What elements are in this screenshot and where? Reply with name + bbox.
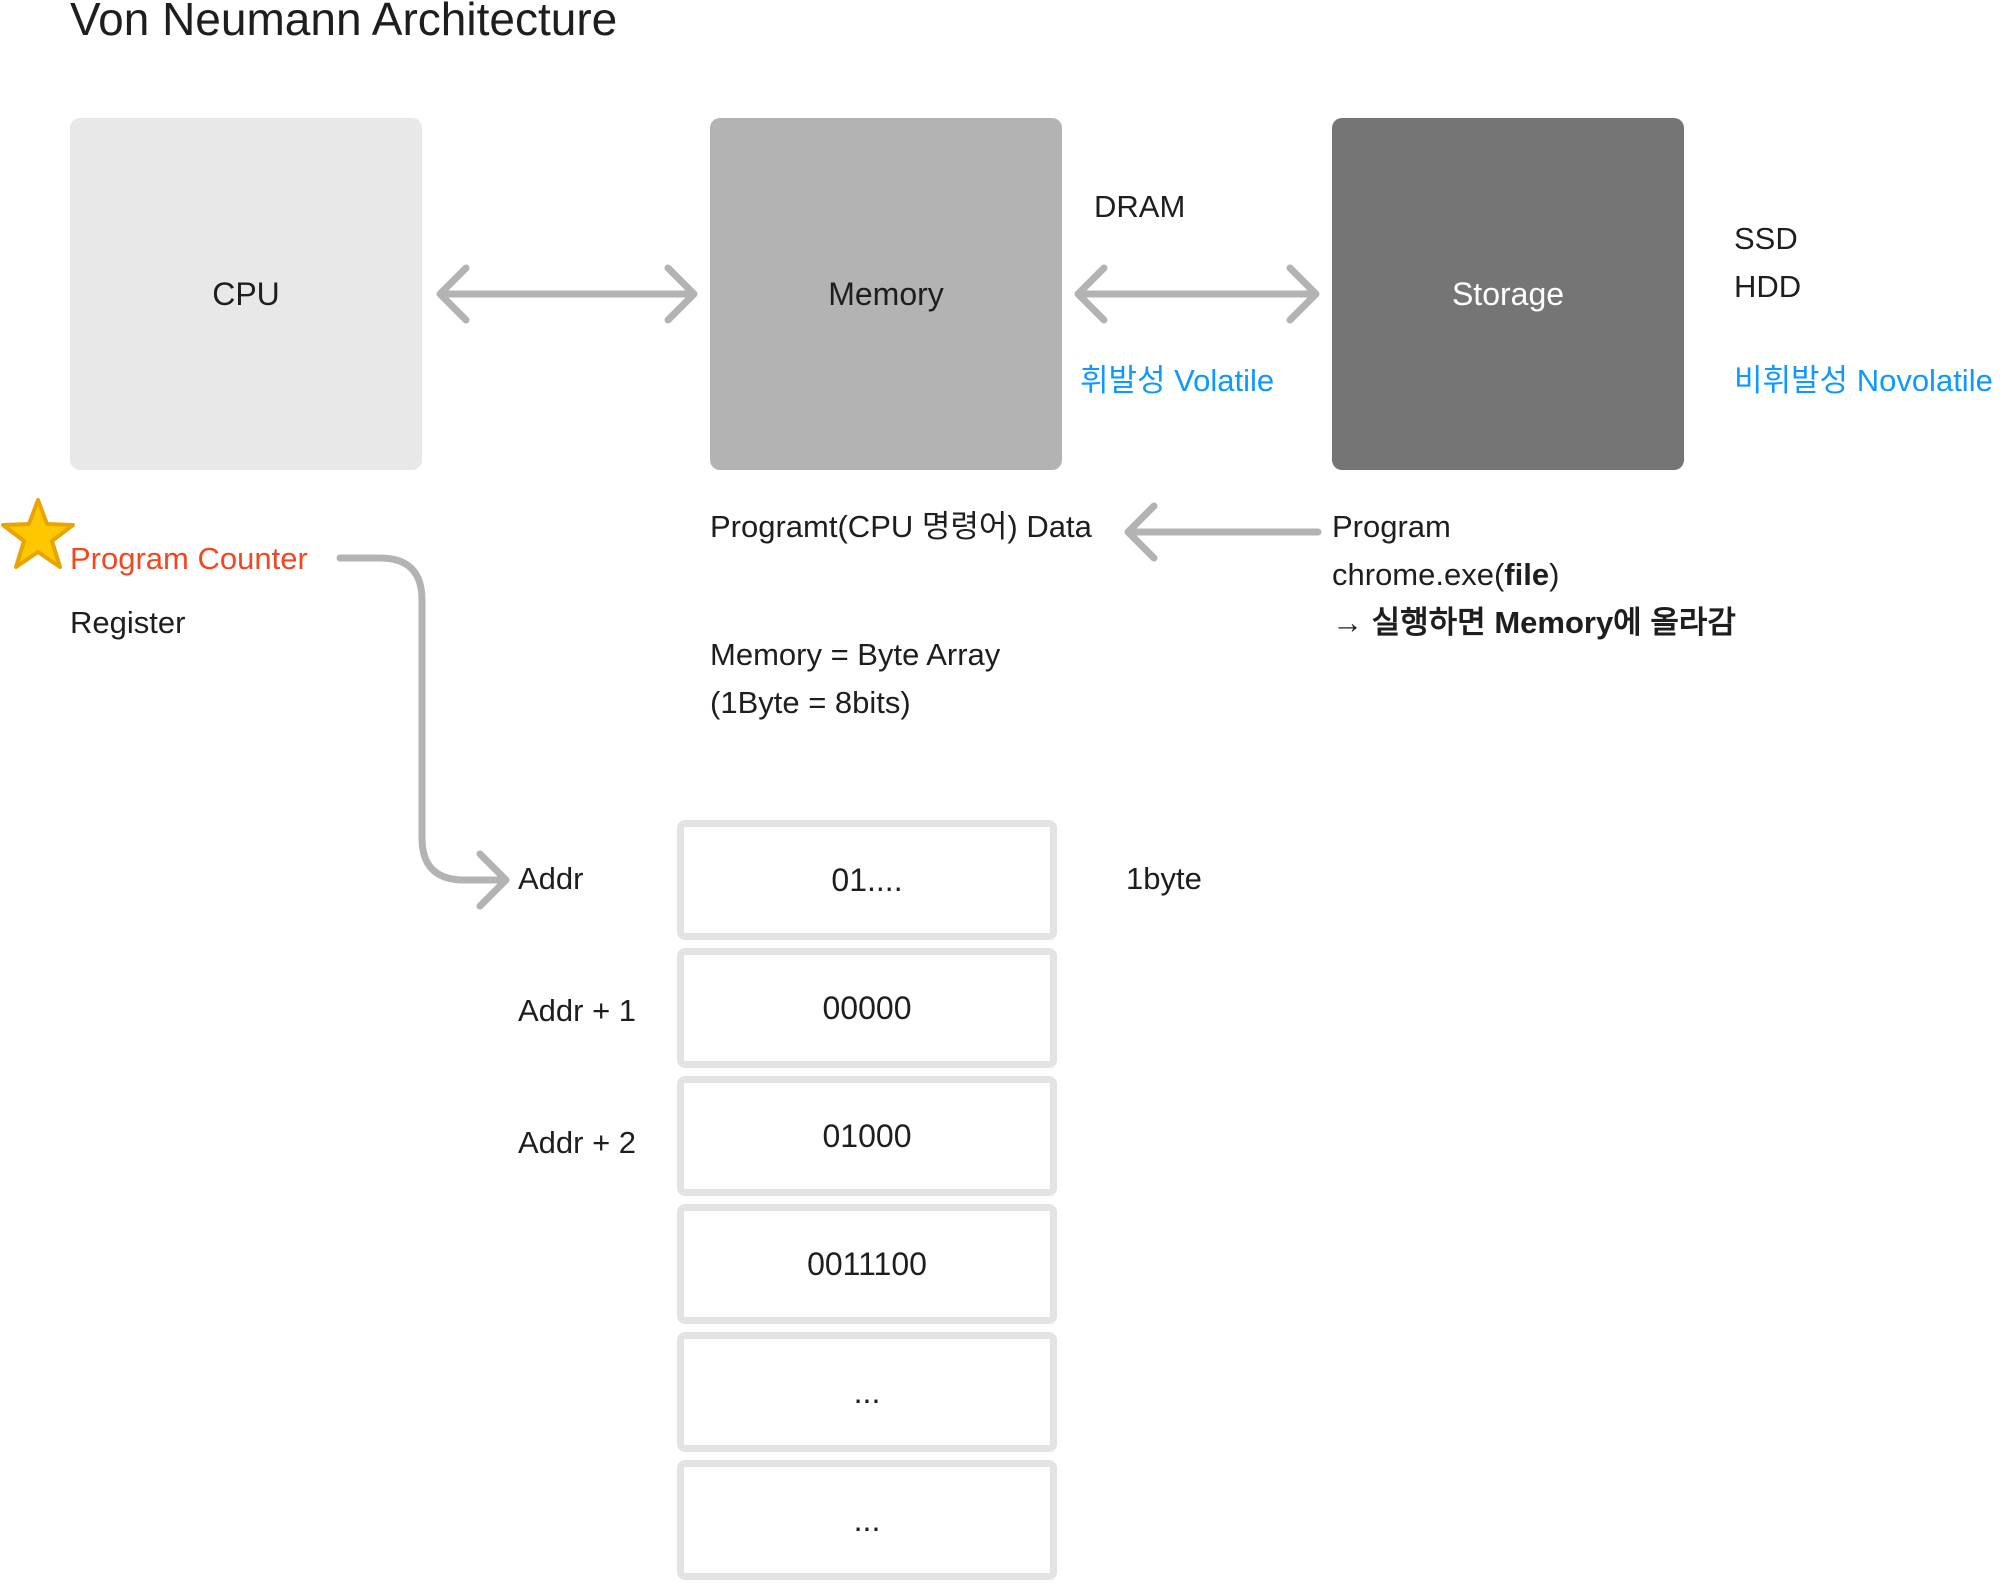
memory-storage-double-arrow bbox=[1074, 264, 1320, 324]
address-label: Addr bbox=[518, 861, 584, 896]
memory-cell: 00000 bbox=[677, 948, 1057, 1068]
memory-label: Memory bbox=[828, 275, 944, 312]
memory-type-label: DRAM bbox=[1094, 189, 1186, 224]
address-label: Addr + 2 bbox=[518, 1125, 637, 1160]
register-label: Register bbox=[70, 605, 186, 640]
address-label: Addr + 1 bbox=[518, 993, 637, 1028]
storage-volatility-label: 비휘발성 Novolatile bbox=[1734, 363, 1993, 398]
file-name-label: chrome.exe(file) bbox=[1332, 557, 1560, 592]
page-title: Von Neumann Architecture bbox=[70, 0, 618, 45]
memory-cell: 01.... bbox=[677, 820, 1057, 940]
storage-box: Storage bbox=[1332, 118, 1684, 470]
memory-cell: ... bbox=[677, 1460, 1057, 1580]
program-counter-label: Program Counter bbox=[70, 541, 308, 576]
memory-cell: ... bbox=[677, 1332, 1057, 1452]
memory-cell: 01000 bbox=[677, 1076, 1057, 1196]
storage-type-hdd: HDD bbox=[1734, 269, 1802, 304]
program-load-arrow bbox=[1124, 502, 1322, 562]
storage-label: Storage bbox=[1451, 275, 1565, 312]
memory-volatility-label: 휘발성 Volatile bbox=[1080, 363, 1275, 398]
load-to-memory-label: → 실행하면 Memory에 올라감 bbox=[1332, 605, 1736, 640]
cell-size-label: 1byte bbox=[1126, 861, 1202, 896]
storage-type-ssd: SSD bbox=[1734, 221, 1798, 256]
storage-program-label: Program bbox=[1332, 509, 1451, 544]
cpu-box: CPU bbox=[70, 118, 422, 470]
program-counter-arrow bbox=[336, 554, 510, 910]
star-icon bbox=[0, 496, 76, 572]
cpu-memory-double-arrow bbox=[436, 264, 698, 324]
cpu-label: CPU bbox=[212, 275, 280, 312]
program-data-label: Programt(CPU 명령어) Data bbox=[710, 509, 1092, 544]
byte-definition-label: (1Byte = 8bits) bbox=[710, 685, 911, 720]
memory-box: Memory bbox=[710, 118, 1062, 470]
memory-cell: 0011100 bbox=[677, 1204, 1057, 1324]
byte-array-label: Memory = Byte Array bbox=[710, 637, 1001, 672]
